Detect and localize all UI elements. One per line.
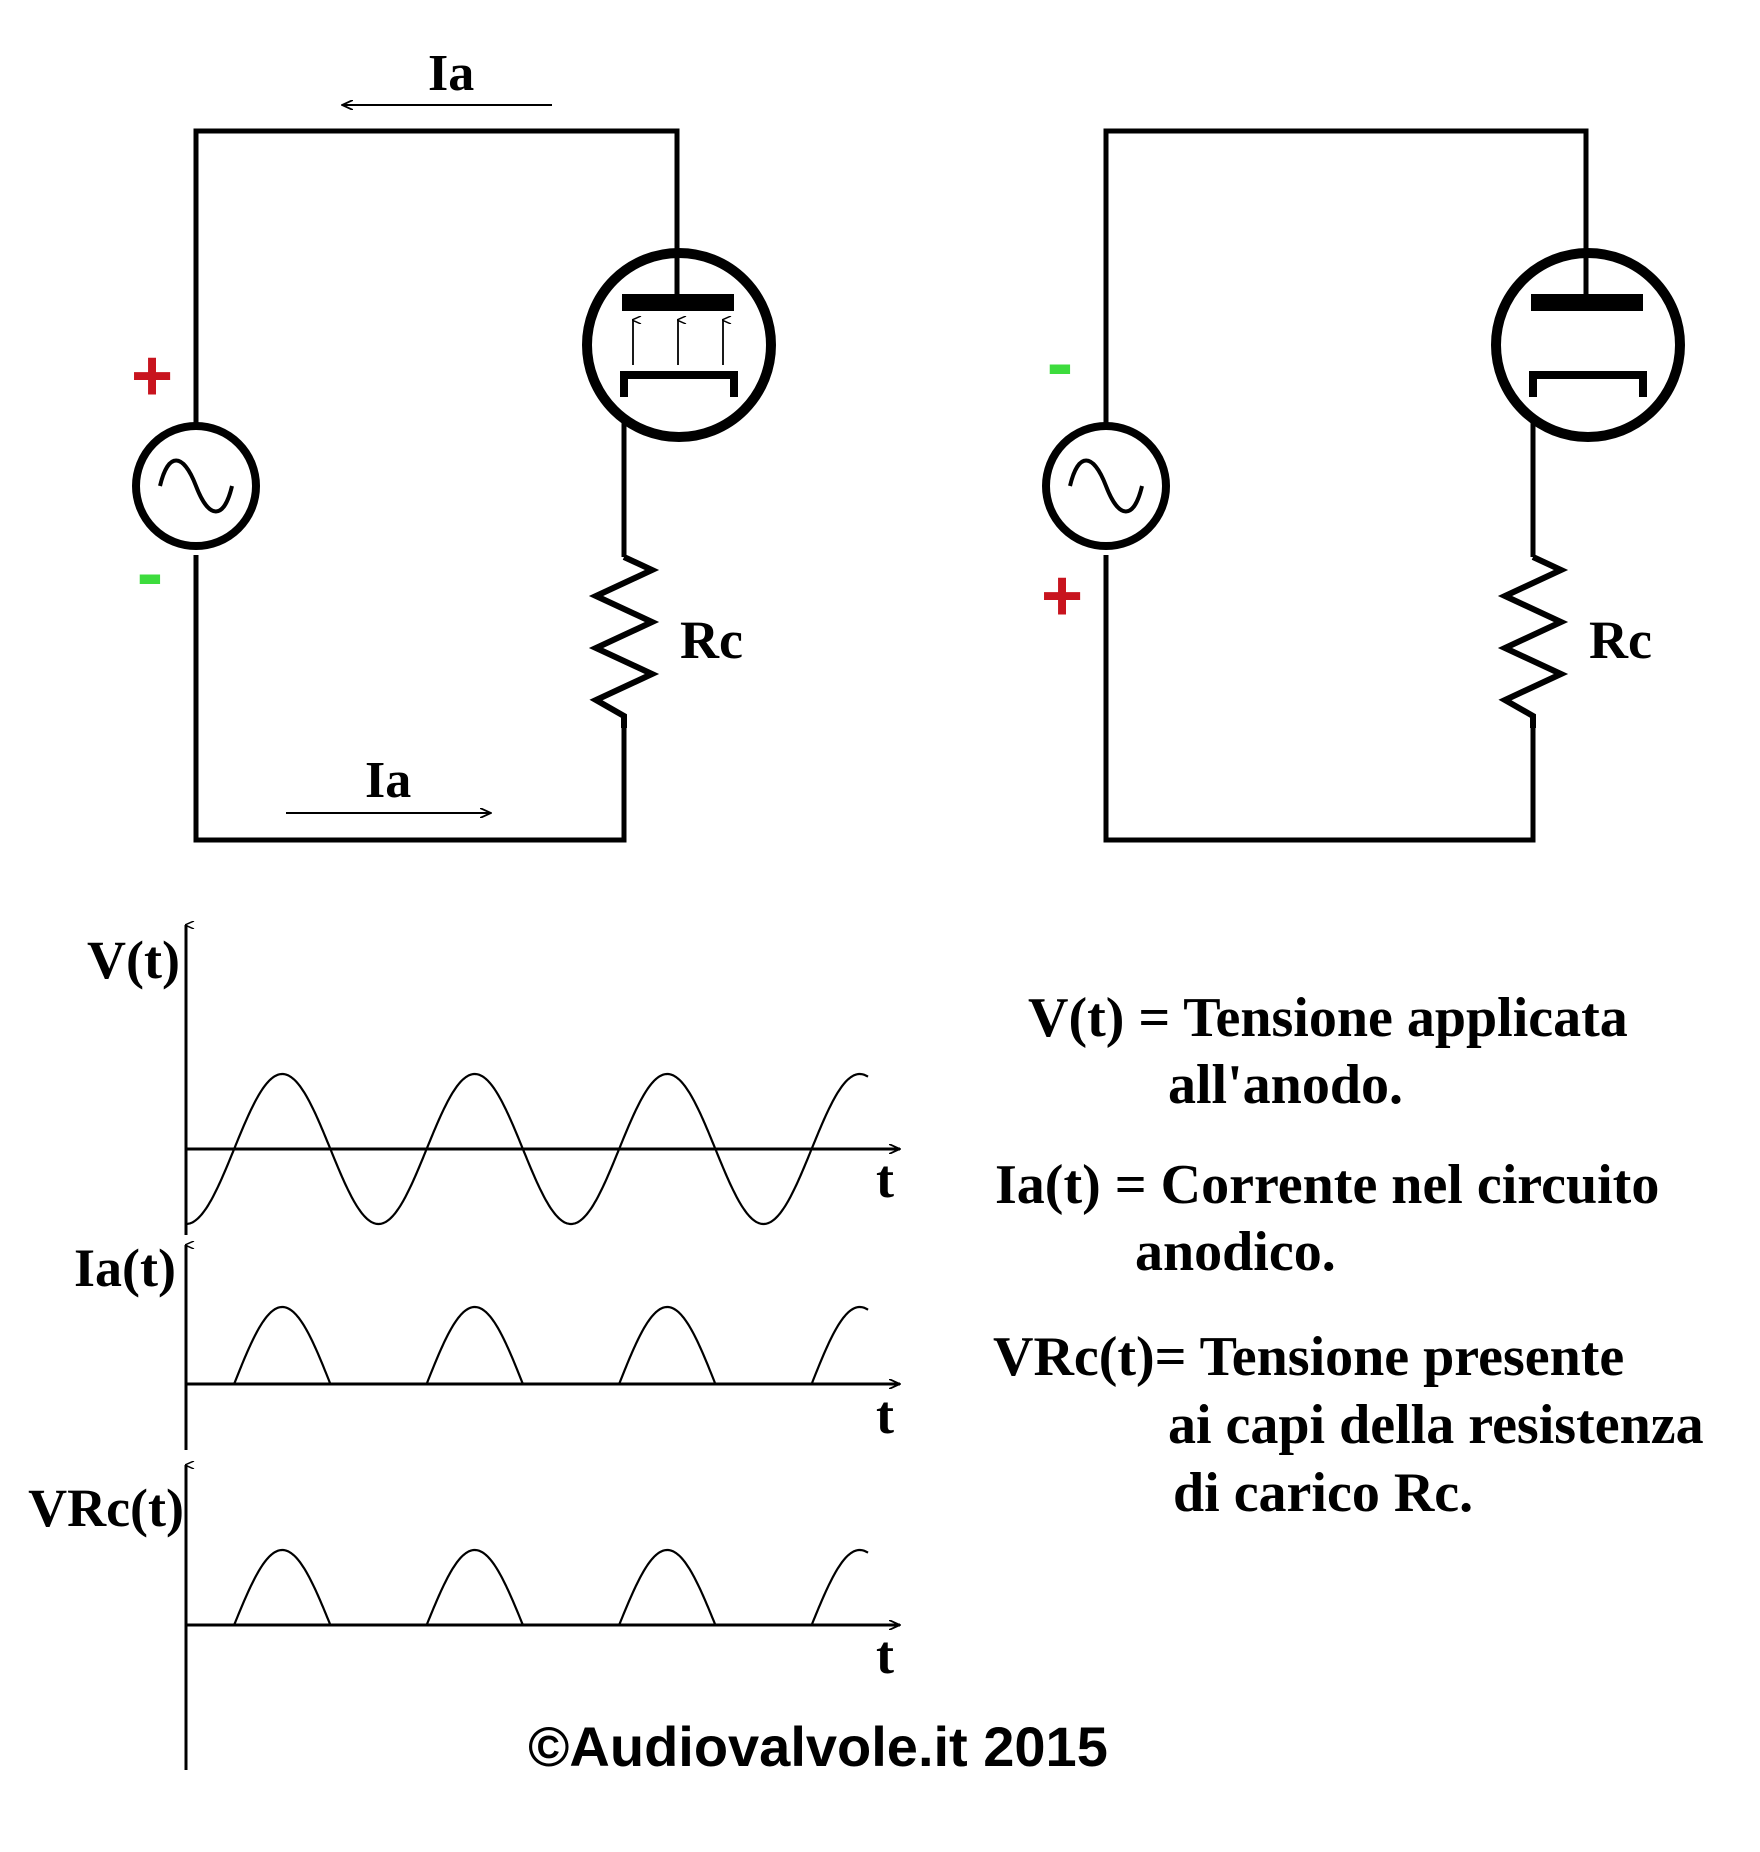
anode-plate-bar bbox=[1531, 294, 1643, 311]
sine-symbol-icon bbox=[158, 458, 234, 514]
resistor-right bbox=[1497, 554, 1569, 728]
copyright-notice: ©Audiovalvole.it 2015 bbox=[528, 1715, 1108, 1778]
legend-vrct-line-1: VRc(t)= Tensione presente bbox=[993, 1326, 1624, 1388]
vacuum-diode-left bbox=[582, 245, 776, 442]
graph-xlabel-vrct: t bbox=[876, 1625, 894, 1685]
legend-vt-line-2: all'anodo. bbox=[1168, 1054, 1403, 1116]
current-label-bottom: Ia bbox=[365, 752, 411, 809]
wire-left-bottom bbox=[193, 555, 627, 843]
resistor-label-left: Rc bbox=[680, 610, 743, 670]
circuit-right: Rc - + bbox=[1041, 128, 1685, 843]
graph-ylabel-iat: Ia(t) bbox=[74, 1238, 176, 1298]
ac-source-left bbox=[132, 422, 260, 550]
legend-vrct-line-3: di carico Rc. bbox=[1173, 1462, 1473, 1524]
resistor-label-right: Rc bbox=[1589, 610, 1652, 670]
resistor-left bbox=[588, 554, 660, 728]
graph-ylabel-vrct: VRc(t) bbox=[28, 1478, 184, 1538]
graph-xlabel-iat: t bbox=[876, 1385, 894, 1445]
waveform-vrct-half-wave bbox=[186, 1548, 869, 1627]
wire-right-bottom bbox=[1103, 555, 1536, 843]
legend-vrct-line-2: ai capi della resistenza bbox=[1168, 1394, 1704, 1456]
graph-ylabel-vt: V(t) bbox=[87, 930, 180, 990]
polarity-plus-left: + bbox=[131, 336, 173, 416]
circuit-left: Ia Ia Rc + - bbox=[131, 45, 776, 843]
polarity-plus-right: + bbox=[1041, 556, 1083, 636]
current-label-top: Ia bbox=[428, 45, 474, 102]
wire-left-top bbox=[193, 128, 680, 475]
wire-right-top bbox=[1103, 128, 1589, 475]
polarity-minus-right: - bbox=[1047, 318, 1074, 407]
vacuum-diode-right bbox=[1491, 245, 1685, 442]
waveform-vt-sine bbox=[186, 1072, 869, 1226]
cathode bbox=[1529, 371, 1647, 397]
waveform-iat-half-wave bbox=[186, 1305, 869, 1386]
ac-source-right bbox=[1042, 422, 1170, 550]
waveform-graphs: V(t) Ia(t) VRc(t) t t t bbox=[28, 925, 900, 1770]
legend: V(t) = Tensione applicata all'anodo. Ia(… bbox=[993, 987, 1704, 1524]
legend-iat-line-1: Ia(t) = Corrente nel circuito bbox=[995, 1154, 1659, 1216]
sine-symbol-icon bbox=[1068, 458, 1144, 514]
legend-vt-line-1: V(t) = Tensione applicata bbox=[1028, 987, 1628, 1049]
legend-iat-line-2: anodico. bbox=[1135, 1221, 1336, 1283]
anode-plate-bar bbox=[622, 294, 734, 311]
polarity-minus-left: - bbox=[137, 528, 164, 617]
graph-xlabel-vt: t bbox=[876, 1149, 894, 1209]
cathode bbox=[620, 371, 738, 397]
